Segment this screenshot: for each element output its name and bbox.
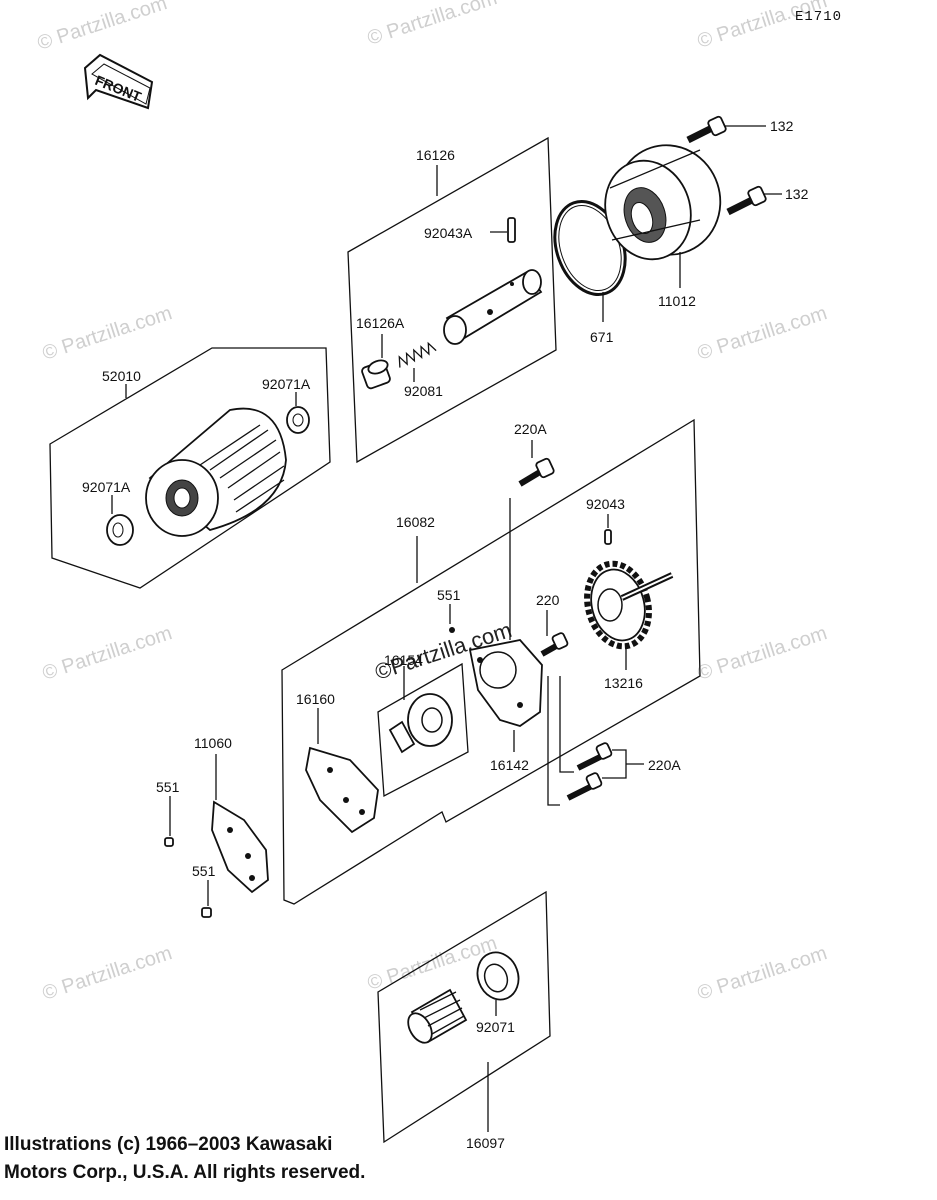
bolt-132-top-icon [686,115,727,144]
watermark-8: © Partzilla.com [40,942,175,1005]
relief-valve-group [347,136,557,464]
pump-cover-icon [305,746,379,834]
grommet-left-icon [106,514,134,546]
watermark-4: © Partzilla.com [40,302,175,365]
oil-strainer-group [377,890,551,1144]
label-92071A-left: 92071A [82,479,131,495]
diagram-code: E1710 [795,9,842,25]
oil-pump-group [281,418,701,905]
bolt-220-icon [540,632,569,657]
watermark-3: © Partzilla.com [695,0,830,53]
gasket-icon [211,800,269,894]
label-13216: 13216 [604,675,643,691]
label-132-right: 132 [785,186,809,202]
copyright-line-1: Illustrations (c) 1966–2003 Kawasaki [4,1134,333,1155]
label-92081: 92081 [404,383,443,399]
watermark-2: © Partzilla.com [365,0,500,50]
label-16097: 16097 [466,1135,505,1151]
label-52010: 52010 [102,368,141,384]
label-551-top: 551 [437,587,461,603]
oil-strainer-icon [407,988,468,1044]
oil-seal-icon [476,951,520,1001]
bolt-220A-a-icon [576,742,613,771]
label-551-low: 551 [192,863,216,879]
label-16154: 16154 [384,652,423,668]
watermark-7: © Partzilla.com [695,622,830,685]
grommet-right-icon [286,406,310,434]
label-551-mid: 551 [156,779,180,795]
watermark-10: © Partzilla.com [695,942,830,1005]
watermark-1: © Partzilla.com [35,0,170,55]
label-16142: 16142 [490,757,529,773]
label-16126: 16126 [416,147,455,163]
bolt-220A-b-icon [566,772,603,801]
label-220A-bottom: 220A [648,757,681,773]
label-92043: 92043 [586,496,625,512]
label-16082: 16082 [396,514,435,530]
bolt-132-right-icon [726,185,767,216]
label-220A-top: 220A [514,421,547,437]
watermark-5: © Partzilla.com [695,302,830,365]
label-92071: 92071 [476,1019,515,1035]
pin-551-low-icon [201,907,212,918]
label-132-top: 132 [770,118,794,134]
label-220: 220 [536,592,560,608]
label-671: 671 [590,329,614,345]
label-92043A: 92043A [424,225,473,241]
oil-pump-body-icon [468,639,543,727]
spring-icon [398,341,437,368]
plunger-icon [361,359,391,390]
copyright-notice: Illustrations (c) 1966–2003 Kawasaki Mot… [4,1131,365,1187]
oil-filter-cover-icon [604,144,722,261]
label-16126A: 16126A [356,315,405,331]
oil-filter-icon [145,407,287,537]
bolt-220A-top-icon [518,457,555,487]
rotor-set-icon [388,693,453,754]
watermark-6: © Partzilla.com [40,622,175,685]
front-arrow-icon: FRONT [83,53,154,110]
label-11060: 11060 [194,735,232,751]
relief-valve-icon [443,269,543,345]
pin-551-mid-icon [164,837,174,847]
label-92071A-right: 92071A [262,376,311,392]
oil-filter-group [49,347,331,589]
label-16160: 16160 [296,691,335,707]
copyright-line-2: Motors Corp., U.S.A. All rights reserved… [4,1162,366,1183]
label-11012: 11012 [658,293,696,309]
oil-pump-gear-icon [584,560,674,650]
